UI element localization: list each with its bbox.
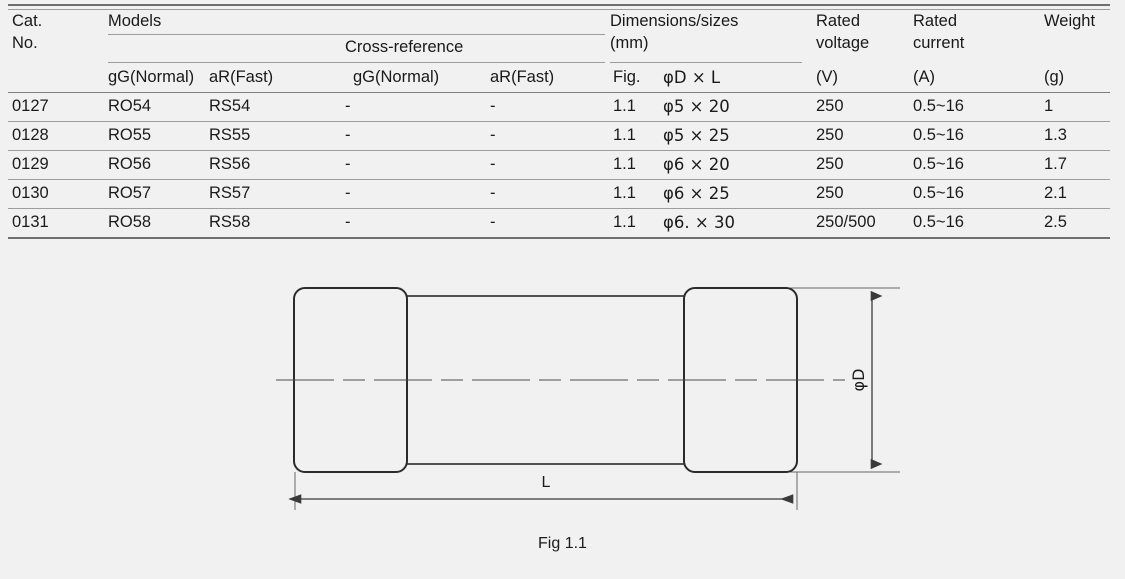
row-3-current: 0.5~16 xyxy=(913,184,964,202)
row-4-xref-gg: - xyxy=(345,213,351,231)
row-3-bottom-rule xyxy=(8,208,1110,209)
row-3-xref-gg: - xyxy=(345,184,351,202)
row-2-bottom-rule xyxy=(8,179,1110,180)
row-0-dimension: φ5 × 20 xyxy=(663,97,730,116)
row-0-xref-ar: - xyxy=(490,97,496,115)
subheader-models-ar: aR(Fast) xyxy=(209,68,274,86)
subheader-rule-models xyxy=(108,62,605,63)
subheader-voltage-unit: (V) xyxy=(816,68,838,86)
header-cat-no-line1: Cat. xyxy=(12,12,43,30)
row-1-xref-gg: - xyxy=(345,126,351,144)
row-0-voltage: 250 xyxy=(816,97,844,115)
row-1-current: 0.5~16 xyxy=(913,126,964,144)
row-3-voltage: 250 xyxy=(816,184,844,202)
models-group-rule xyxy=(108,34,605,35)
row-3-models-ar: RS57 xyxy=(209,184,251,202)
row-2-xref-ar: - xyxy=(490,155,496,173)
header-dimensions-line2: (mm) xyxy=(610,34,649,52)
row-1-xref-ar: - xyxy=(490,126,496,144)
subheader-current-unit: (A) xyxy=(913,68,935,86)
row-4-xref-ar: - xyxy=(490,213,496,231)
header-rated-voltage-line1: Rated xyxy=(816,12,861,30)
row-4-voltage: 250/500 xyxy=(816,213,876,231)
row-3-dimension: φ6 × 25 xyxy=(663,184,730,203)
row-0-models-ar: RS54 xyxy=(209,97,251,115)
header-rated-current-line1: Rated xyxy=(913,12,958,30)
row-1-voltage: 250 xyxy=(816,126,844,144)
header-models: Models xyxy=(108,12,162,30)
row-3-xref-ar: - xyxy=(490,184,496,202)
row-4-cat-no: 0131 xyxy=(12,213,49,231)
table-top-rule-outer xyxy=(8,4,1110,6)
row-1-weight: 1.3 xyxy=(1044,126,1067,144)
fuse-drawing-svg: φD L xyxy=(276,287,900,510)
row-0-models-gg: RO54 xyxy=(108,97,152,115)
row-2-cat-no: 0129 xyxy=(12,155,49,173)
subheader-rule-dimensions xyxy=(610,62,802,63)
row-3-fig: 1.1 xyxy=(613,184,636,202)
row-3-models-gg: RO57 xyxy=(108,184,152,202)
row-4-weight: 2.5 xyxy=(1044,213,1067,231)
header-dimensions-line1: Dimensions/sizes xyxy=(610,12,739,30)
row-1-cat-no: 0128 xyxy=(12,126,49,144)
row-4-dimension: φ6. × 30 xyxy=(663,213,735,232)
length-dimension-label: L xyxy=(542,474,551,491)
figure-caption: Fig 1.1 xyxy=(538,535,587,552)
row-0-xref-gg: - xyxy=(345,97,351,115)
row-1-models-ar: RS55 xyxy=(209,126,251,144)
header-rated-current-line2: current xyxy=(913,34,965,52)
fuse-spec-table: Cat. No. Models Cross-reference Dimensio… xyxy=(8,4,1110,240)
subheader-xref-ar: aR(Fast) xyxy=(490,68,555,86)
row-4-models-gg: RO58 xyxy=(108,213,152,231)
row-2-xref-gg: - xyxy=(345,155,351,173)
row-0-bottom-rule xyxy=(8,121,1110,122)
table-top-rule-inner xyxy=(8,9,1110,10)
row-1-dimension: φ5 × 25 xyxy=(663,126,730,145)
subheader-xref-gg: gG(Normal) xyxy=(353,68,440,86)
row-4-models-ar: RS58 xyxy=(209,213,251,231)
row-2-current: 0.5~16 xyxy=(913,155,964,173)
row-3-weight: 2.1 xyxy=(1044,184,1067,202)
row-2-models-ar: RS56 xyxy=(209,155,251,173)
subheader-bottom-rule xyxy=(8,92,1110,93)
row-2-weight: 1.7 xyxy=(1044,155,1067,173)
row-2-fig: 1.1 xyxy=(613,155,636,173)
fuse-dimension-drawing: φD L Fig 1.1 xyxy=(0,258,1125,579)
header-weight: Weight xyxy=(1044,12,1096,30)
row-0-weight: 1 xyxy=(1044,97,1054,115)
subheader-models-gg: gG(Normal) xyxy=(108,68,195,86)
subheader-dimension: φD × L xyxy=(663,68,721,87)
header-rated-voltage-line2: voltage xyxy=(816,34,870,52)
subheader-weight-unit: (g) xyxy=(1044,68,1065,86)
row-1-fig: 1.1 xyxy=(613,126,636,144)
row-2-voltage: 250 xyxy=(816,155,844,173)
row-0-fig: 1.1 xyxy=(613,97,636,115)
subheader-fig: Fig. xyxy=(613,68,641,86)
row-2-dimension: φ6 × 20 xyxy=(663,155,730,174)
row-2-models-gg: RO56 xyxy=(108,155,152,173)
phid-dimension-label: φD xyxy=(849,369,868,392)
row-1-bottom-rule xyxy=(8,150,1110,151)
row-4-fig: 1.1 xyxy=(613,213,636,231)
row-1-models-gg: RO55 xyxy=(108,126,152,144)
row-0-current: 0.5~16 xyxy=(913,97,964,115)
row-3-cat-no: 0130 xyxy=(12,184,49,202)
header-cross-reference: Cross-reference xyxy=(345,38,464,56)
table-bottom-rule xyxy=(8,237,1110,239)
row-4-current: 0.5~16 xyxy=(913,213,964,231)
row-0-cat-no: 0127 xyxy=(12,97,49,115)
header-cat-no-line2: No. xyxy=(12,34,38,52)
